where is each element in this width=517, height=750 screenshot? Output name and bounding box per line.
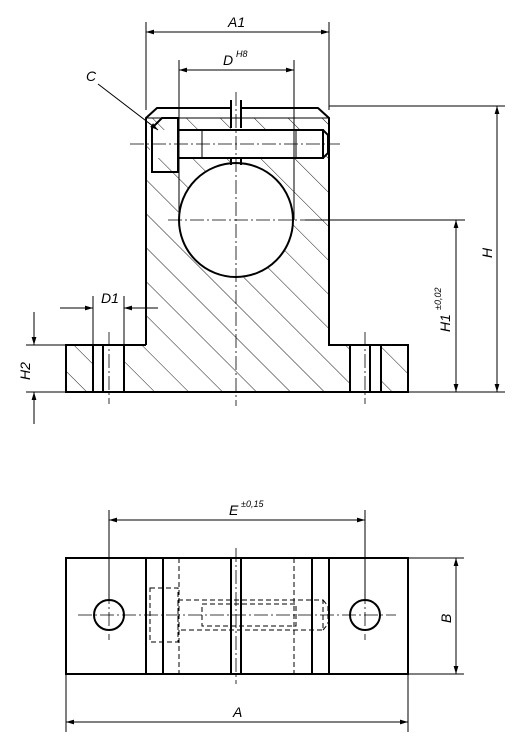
dim-h-label: H <box>479 247 495 258</box>
top-view <box>65 548 409 684</box>
front-dimensions: A1 D H8 C D1 H2 H1 ±0,02 H <box>17 14 505 424</box>
base-outline <box>65 557 409 675</box>
dim-a-label: A <box>232 704 242 720</box>
dim-d1-label: D1 <box>101 290 119 306</box>
dim-h1-tolerance: ±0,02 <box>433 288 443 310</box>
front-view <box>65 92 409 406</box>
dim-b-label: B <box>438 614 454 623</box>
dim-h2-label: H2 <box>17 362 33 380</box>
dim-h1-label: H1 <box>437 314 453 332</box>
dim-e-tolerance: ±0,15 <box>241 499 264 509</box>
section-hatching <box>66 118 408 392</box>
top-dimensions: E ±0,15 B A <box>65 499 464 732</box>
dim-c-label: C <box>86 68 97 84</box>
dim-e-label: E <box>229 502 239 518</box>
dim-a1-label: A1 <box>227 14 245 30</box>
dim-d-tolerance: H8 <box>236 49 248 59</box>
clamp-body-outline <box>65 107 409 393</box>
dim-d-label: D <box>223 52 233 68</box>
